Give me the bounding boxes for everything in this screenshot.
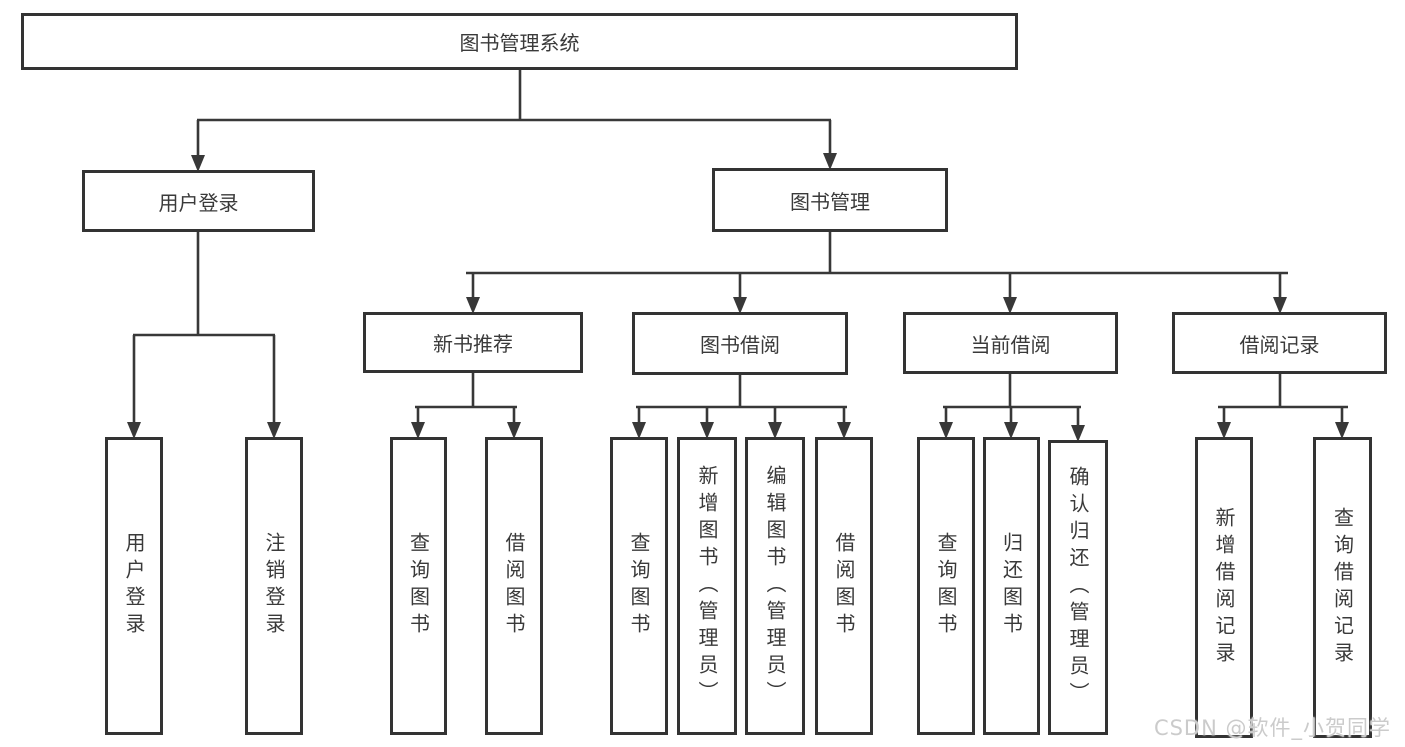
node-label: 借阅记录 xyxy=(1239,332,1320,357)
node-borrowing-records: 借阅记录 xyxy=(1172,312,1387,374)
leaf-borrow-books: 借阅图书 xyxy=(815,437,873,735)
node-label: 借阅图书 xyxy=(502,532,526,640)
node-root-system: 图书管理系统 xyxy=(21,13,1018,70)
node-label: 注销登录 xyxy=(262,532,286,640)
node-label: 用户登录 xyxy=(158,190,239,215)
node-label: 新书推荐 xyxy=(433,332,513,356)
node-label: 用户登录 xyxy=(122,532,146,640)
leaf-query-books-current: 查询图书 xyxy=(917,437,975,735)
node-label: 确认归还（管理员） xyxy=(1066,466,1090,709)
leaf-confirm-return-admin: 确认归还（管理员） xyxy=(1048,440,1108,735)
node-label: 查询借阅记录 xyxy=(1330,506,1355,669)
leaf-query-books-recommend: 查询图书 xyxy=(390,437,447,735)
leaf-user-login: 用户登录 xyxy=(105,437,163,735)
node-label: 新增借阅记录 xyxy=(1212,506,1236,669)
node-label: 图书管理 xyxy=(790,189,870,214)
leaf-edit-books-admin: 编辑图书（管理员） xyxy=(745,437,805,735)
node-label: 图书借阅 xyxy=(700,333,780,357)
leaf-query-books-borrow: 查询图书 xyxy=(610,437,668,735)
node-current-borrowing: 当前借阅 xyxy=(903,312,1118,374)
node-label: 新增图书（管理员） xyxy=(695,464,719,708)
leaf-logout: 注销登录 xyxy=(245,437,303,735)
node-label: 编辑图书（管理员） xyxy=(763,464,787,708)
node-new-book-recommend: 新书推荐 xyxy=(363,312,583,373)
node-label: 归还图书 xyxy=(999,532,1024,640)
node-label: 借阅图书 xyxy=(832,532,856,640)
node-book-management: 图书管理 xyxy=(712,168,948,232)
leaf-borrow-books-recommend: 借阅图书 xyxy=(485,437,543,735)
node-label: 图书管理系统 xyxy=(459,31,580,55)
node-label: 查询图书 xyxy=(406,532,431,640)
node-label: 查询图书 xyxy=(934,532,958,640)
leaf-add-books-admin: 新增图书（管理员） xyxy=(677,437,737,735)
node-user-login: 用户登录 xyxy=(82,170,315,232)
node-label: 查询图书 xyxy=(627,532,651,640)
leaf-add-borrow-record: 新增借阅记录 xyxy=(1195,437,1253,738)
node-label: 当前借阅 xyxy=(970,332,1051,357)
leaf-return-books: 归还图书 xyxy=(983,437,1040,735)
node-book-borrowing: 图书借阅 xyxy=(632,312,848,375)
leaf-query-borrow-record: 查询借阅记录 xyxy=(1313,437,1372,738)
